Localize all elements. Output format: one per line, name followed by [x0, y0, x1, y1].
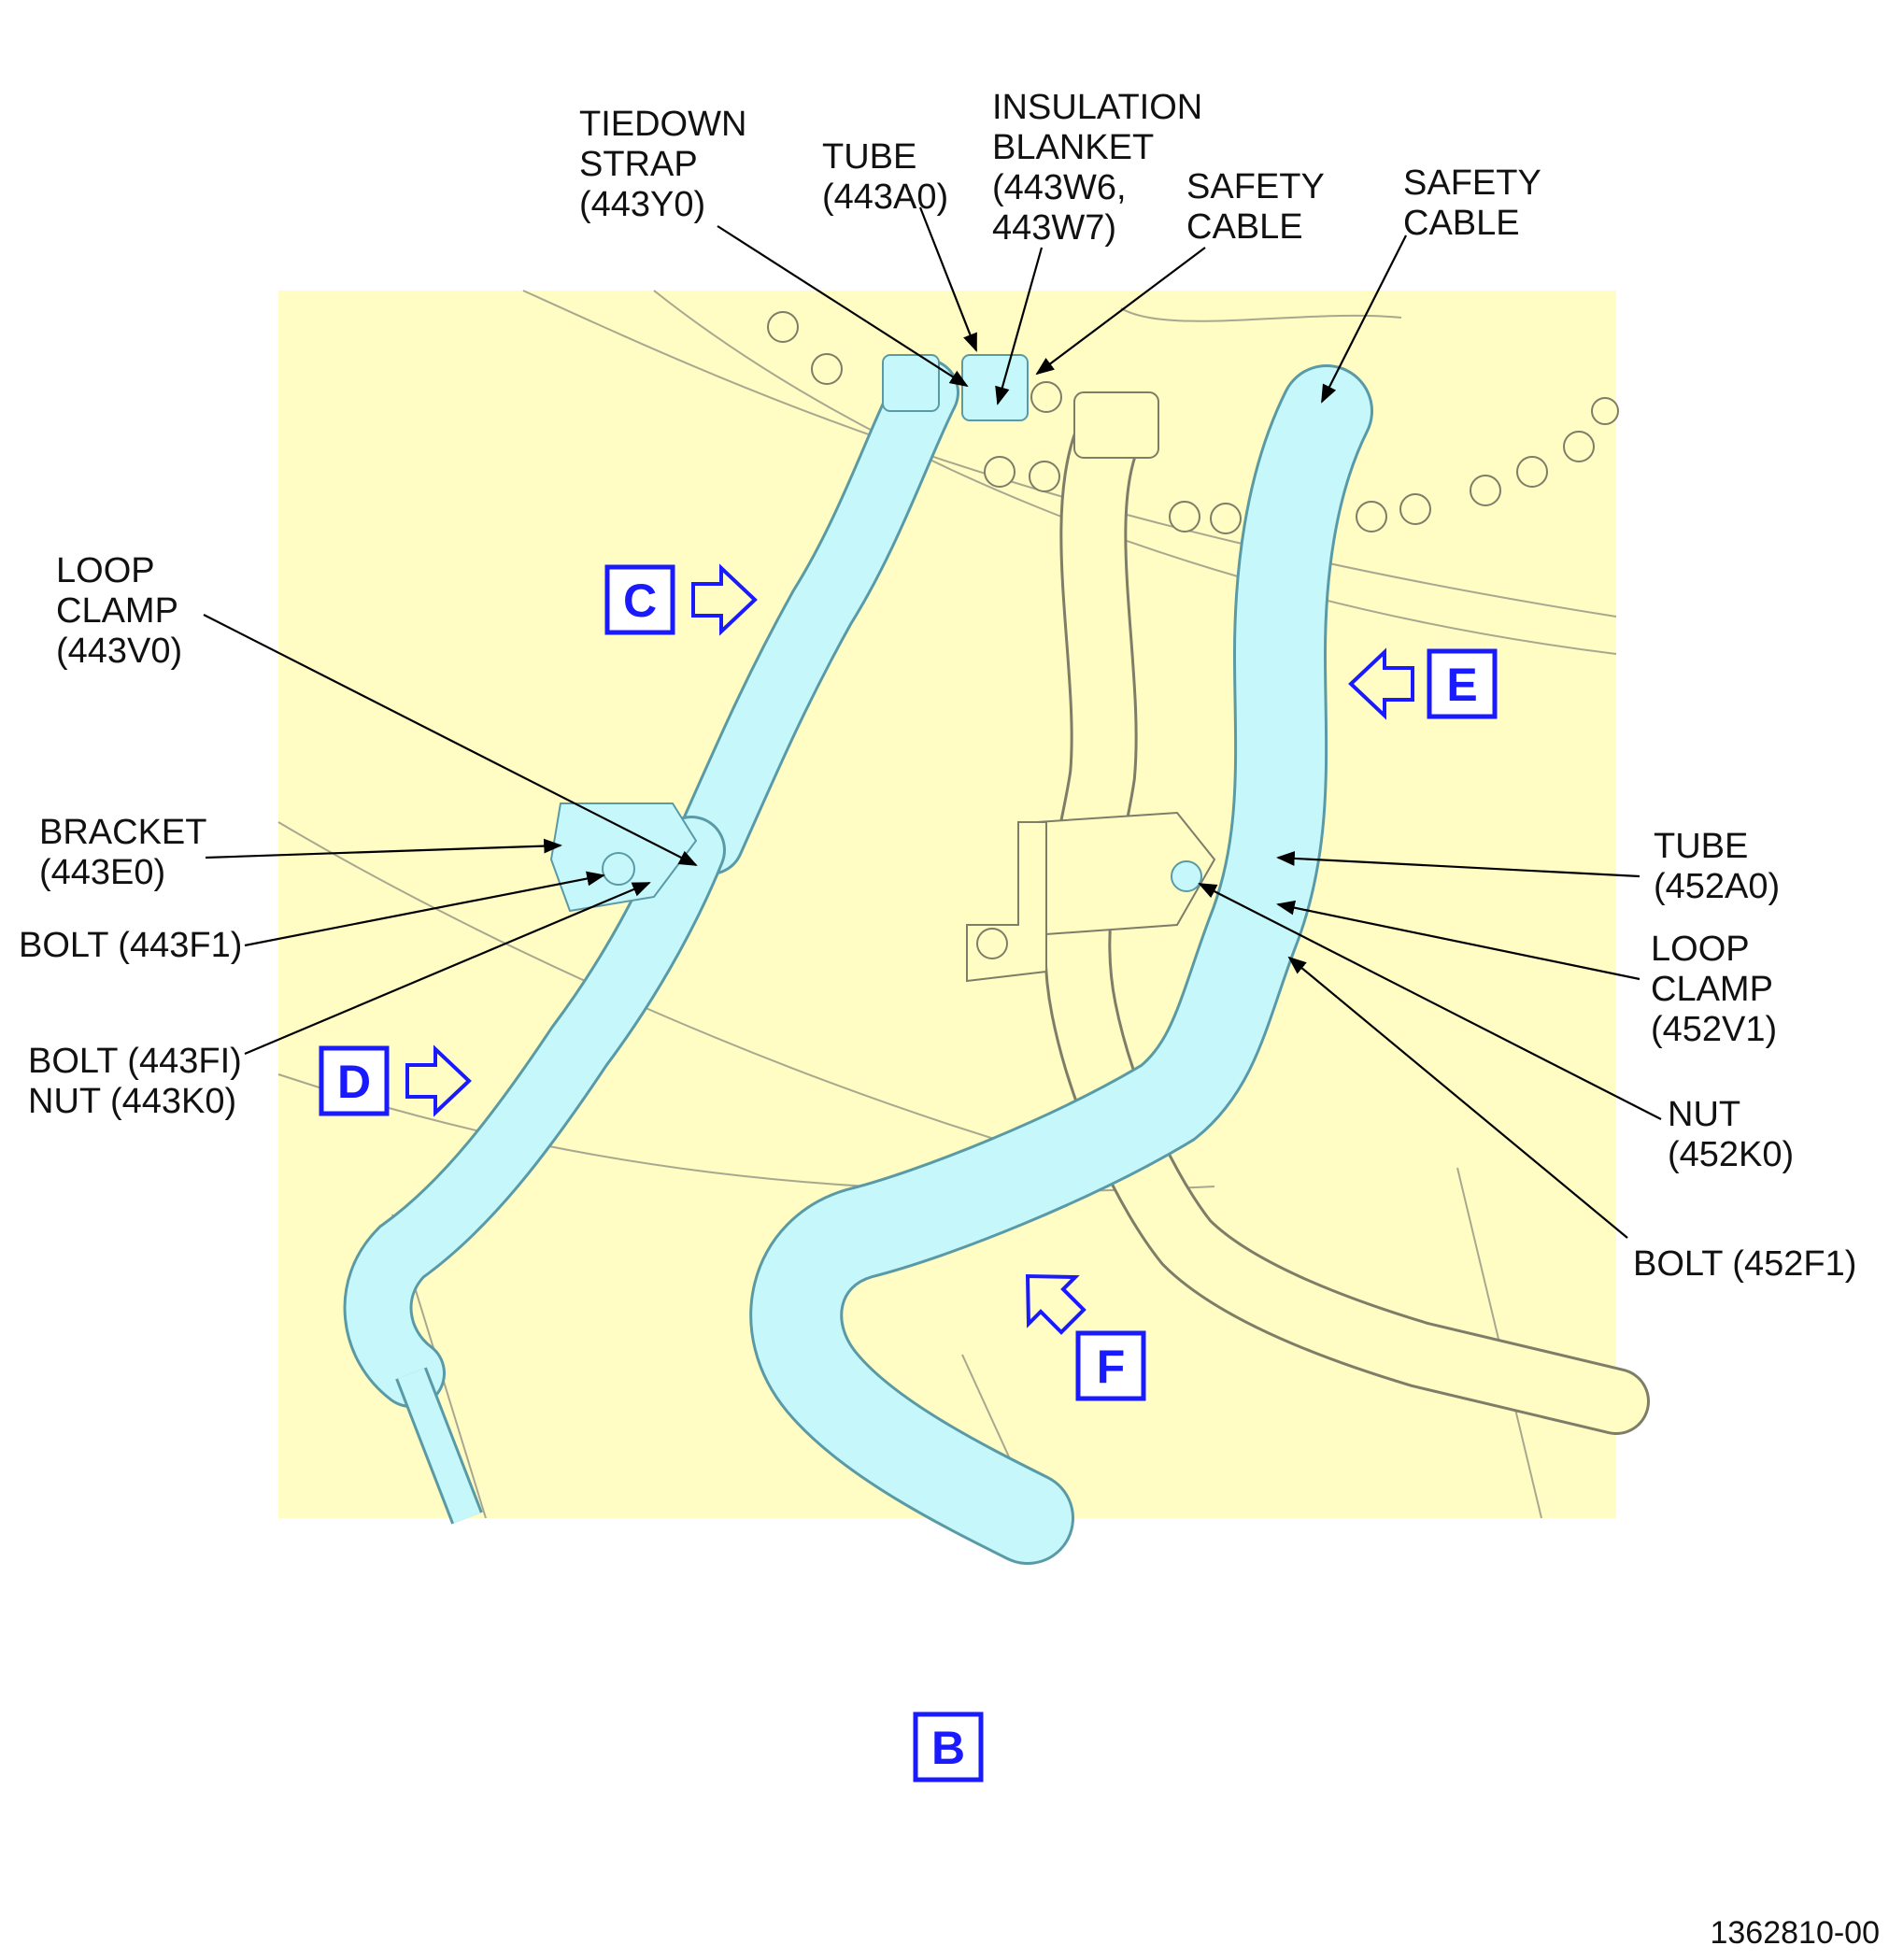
label-safety-cable-1: SAFETY CABLE [1186, 167, 1334, 247]
label-tube-443a0: TUBE (443A0) [822, 137, 948, 217]
view-marker-d[interactable]: D [319, 1044, 472, 1117]
label-nut-452k0: NUT (452K0) [1668, 1095, 1794, 1174]
view-marker-f[interactable]: F [1025, 1273, 1146, 1401]
arrow-up-left-icon [1025, 1273, 1087, 1335]
label-bolt-443f1: BOLT (443F1) [19, 926, 242, 965]
leader-bracket-443e0 [205, 838, 562, 859]
svg-text:F: F [1097, 1341, 1126, 1393]
svg-text:D: D [337, 1056, 371, 1108]
arrow-right-icon [405, 1044, 472, 1117]
label-safety-cable-2: SAFETY CABLE [1403, 163, 1551, 243]
svg-text:C: C [623, 575, 657, 627]
svg-text:E: E [1446, 659, 1477, 711]
label-bolt-nut-443fi: BOLT (443FI) NUT (443K0) [28, 1042, 251, 1121]
flange-bolts [767, 311, 1619, 534]
arrow-left-icon [1348, 647, 1414, 720]
leader-tube-452a0 [1276, 851, 1640, 878]
view-marker-c[interactable]: C [604, 563, 758, 636]
leader-loop-clamp-443v0 [203, 614, 698, 866]
arrow-right-icon [691, 563, 758, 636]
callout-labels: TIEDOWN STRAP (443Y0) TUBE (443A0) INSUL… [19, 88, 1856, 1284]
leader-lines [203, 206, 1662, 1239]
label-tube-452a0: TUBE (452A0) [1654, 827, 1780, 906]
view-marker-b[interactable]: B [913, 1711, 984, 1782]
view-marker-e[interactable]: E [1348, 647, 1498, 720]
tube-443a0-upper [675, 354, 1029, 875]
tube-443a0-lower [343, 816, 726, 1525]
leader-nut-452k0 [1198, 883, 1662, 1120]
nut-452k0 [1171, 860, 1202, 892]
svg-text:B: B [931, 1722, 965, 1774]
leader-bolt-443f1 [244, 871, 605, 947]
crossing-tube [1044, 391, 1650, 1435]
leader-insulation-blanket [995, 247, 1044, 405]
label-loop-clamp-443v0: LOOP CLAMP (443V0) [56, 551, 188, 671]
leader-safety-cable-1 [1035, 247, 1206, 376]
view-markers: C D E F B [319, 563, 1498, 1782]
leader-tube-443a0 [918, 206, 978, 352]
figure-number: 1362810-00 [1710, 1915, 1880, 1951]
label-loop-clamp-452v1: LOOP CLAMP (452V1) [1651, 930, 1782, 1049]
bolt-443f1 [602, 852, 635, 886]
leader-safety-cable-2 [1321, 234, 1407, 404]
label-insulation-blanket: INSULATION BLANKET (443W6, 443W7) [992, 88, 1213, 248]
bracket-452 [966, 811, 1216, 983]
leader-bolt-nut-443fi [244, 881, 651, 1056]
leader-bolt-452f1 [1287, 956, 1628, 1239]
leader-loop-clamp-452v1 [1276, 900, 1640, 981]
label-bracket-443e0: BRACKET (443E0) [39, 813, 216, 892]
tube-452a0 [749, 364, 1373, 1565]
illustration-panel [277, 290, 1650, 1565]
label-tiedown-strap: TIEDOWN STRAP (443Y0) [579, 105, 757, 224]
leader-tiedown-strap [717, 225, 969, 388]
label-bolt-452f1: BOLT (452F1) [1633, 1244, 1856, 1284]
